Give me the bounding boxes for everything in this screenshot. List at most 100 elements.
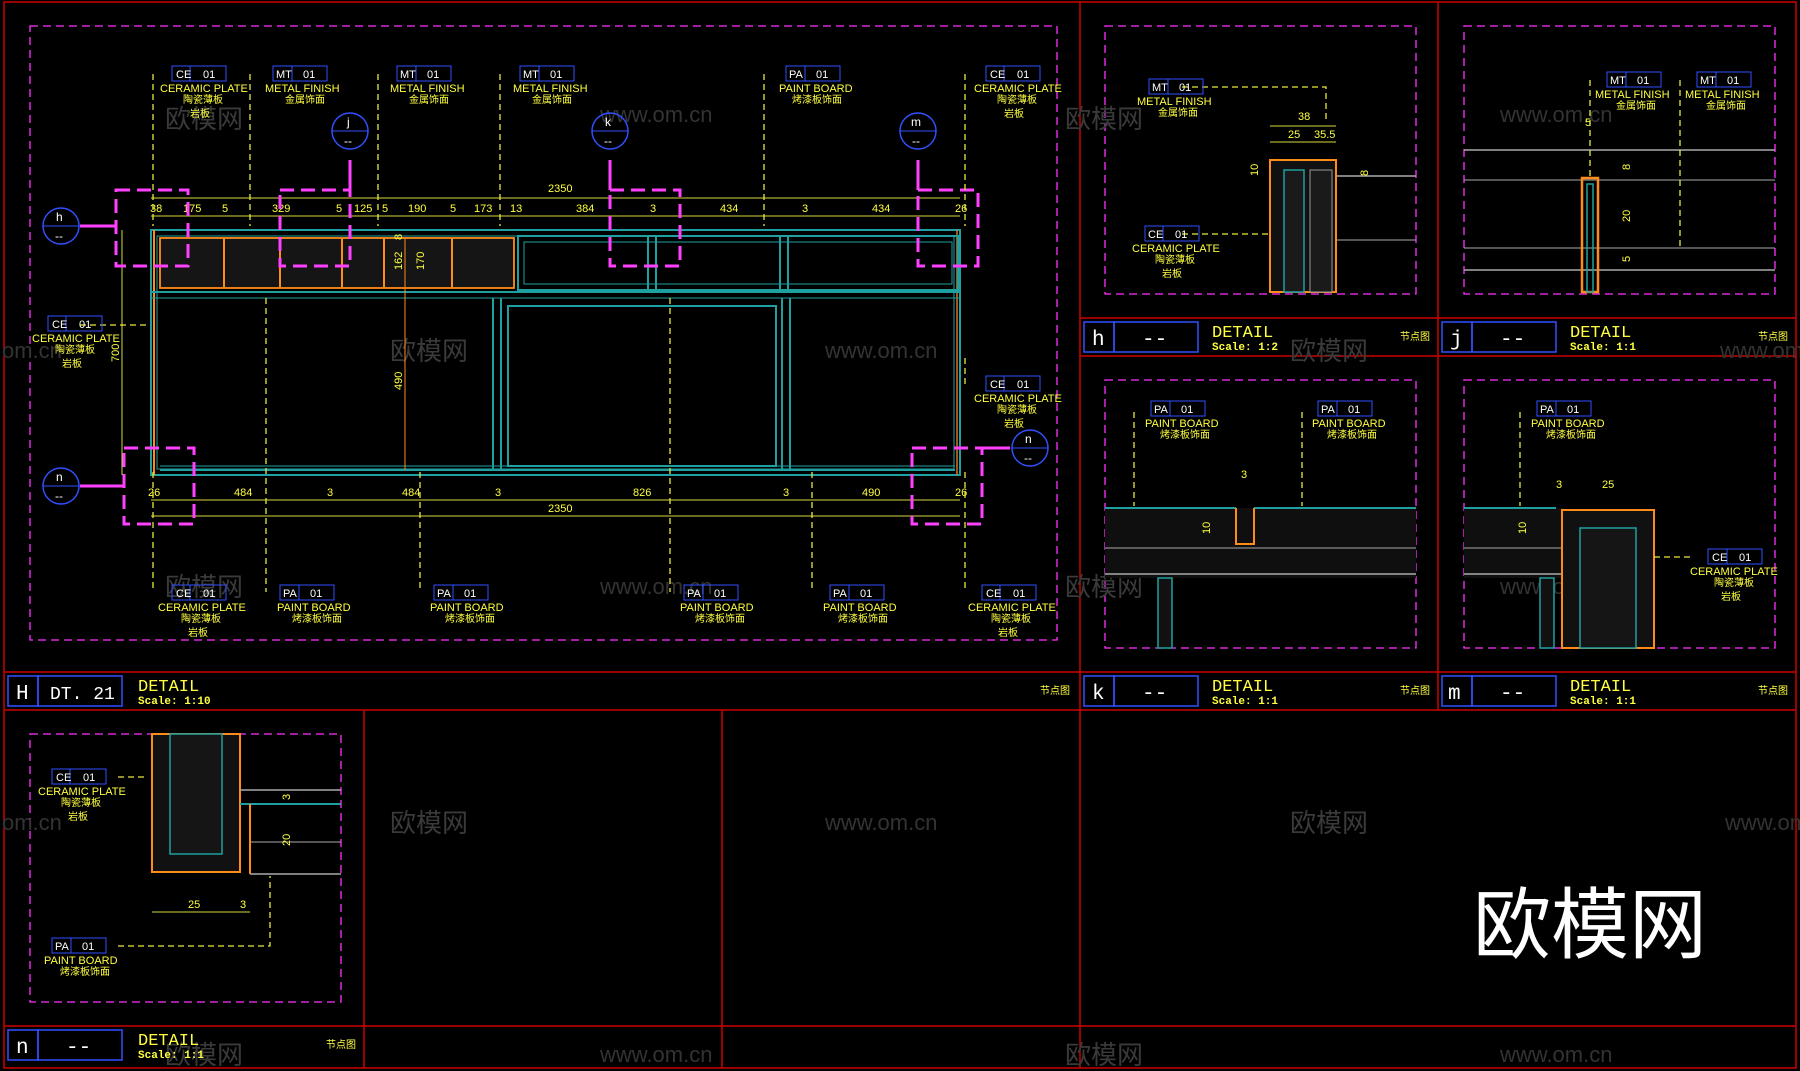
svg-text:岩板: 岩板 (1004, 417, 1024, 430)
svg-text:CERAMIC PLATE: CERAMIC PLATE (974, 83, 1062, 95)
svg-text:CERAMIC PLATE: CERAMIC PLATE (38, 786, 126, 798)
svg-text:DETAIL: DETAIL (1570, 324, 1631, 343)
main-leaders (80, 74, 966, 592)
svg-text:01: 01 (1727, 75, 1739, 87)
svg-text:CERAMIC PLATE: CERAMIC PLATE (968, 602, 1056, 614)
svg-text:PAINT BOARD: PAINT BOARD (277, 602, 351, 614)
watermark-url: www.om.cn (599, 574, 712, 599)
svg-text:烤漆板饰面: 烤漆板饰面 (1546, 428, 1596, 441)
label-ce-top-right: CE 01 CERAMIC PLATE 陶瓷薄板 岩板 (974, 65, 1062, 120)
detail-h-drawing: 38 25 35.5 10 8 (1182, 86, 1416, 293)
svg-text:CE: CE (56, 772, 71, 784)
svg-text:PAINT BOARD: PAINT BOARD (823, 602, 897, 614)
dim: 173 (474, 203, 492, 215)
svg-text:DETAIL: DETAIL (138, 1032, 199, 1051)
dim: 5 (382, 203, 388, 215)
dim: 25 (1602, 479, 1614, 491)
svg-text:CERAMIC PLATE: CERAMIC PLATE (1690, 566, 1778, 578)
svg-text:METAL FINISH: METAL FINISH (1685, 89, 1760, 101)
label-pa-bottom-2: PA 01 PAINT BOARD 烤漆板饰面 (430, 584, 504, 625)
svg-text:陶瓷薄板: 陶瓷薄板 (1714, 576, 1754, 589)
svg-text:MT: MT (1700, 75, 1716, 87)
svg-text:01: 01 (203, 588, 215, 600)
svg-text:01: 01 (1739, 552, 1751, 564)
svg-text:PA: PA (1154, 404, 1169, 416)
watermark-cn: 欧模网 (1290, 808, 1368, 838)
main-elevation (150, 229, 961, 476)
svg-text:01: 01 (82, 941, 94, 953)
watermark-cn: 欧模网 (165, 104, 243, 134)
svg-text:岩板: 岩板 (68, 810, 88, 823)
svg-text:m: m (911, 115, 921, 129)
svg-text:岩板: 岩板 (188, 626, 208, 639)
svg-text:CERAMIC PLATE: CERAMIC PLATE (160, 83, 248, 95)
watermark-url: www.om.cn (1724, 810, 1800, 835)
svg-text:--: -- (55, 229, 63, 243)
dim: 190 (408, 203, 426, 215)
dim: 484 (402, 487, 420, 499)
dim: 484 (234, 487, 252, 499)
dim: 3 (495, 487, 501, 499)
svg-text:01: 01 (860, 588, 872, 600)
svg-text:烤漆板饰面: 烤漆板饰面 (445, 612, 495, 625)
label-pa-bottom-3: PA 01 PAINT BOARD 烤漆板饰面 (680, 584, 754, 625)
svg-text:PAINT BOARD: PAINT BOARD (1531, 418, 1605, 430)
label-mt-1: MT 01 METAL FINISH 金属饰面 (265, 65, 340, 106)
svg-text:MT: MT (1610, 75, 1626, 87)
dim: 8 (393, 234, 405, 240)
svg-text:岩板: 岩板 (190, 107, 210, 120)
height-dim: 700 (110, 344, 122, 362)
svg-text:烤漆板饰面: 烤漆板饰面 (838, 612, 888, 625)
label-ce-right: CE 01 CERAMIC PLATE 陶瓷薄板 岩板 (974, 375, 1062, 430)
svg-text:金属饰面: 金属饰面 (1706, 99, 1746, 112)
detail-m-labels: PA 01 PAINT BOARD 烤漆板饰面 CE 01 CERAMIC PL… (1531, 400, 1778, 603)
detail-k-drawing: 3 10 (1105, 412, 1416, 649)
svg-text:01: 01 (464, 588, 476, 600)
svg-text:--: -- (1142, 329, 1167, 352)
label-mt-3: MT 01 METAL FINISH 金属饰面 (513, 65, 588, 106)
svg-text:MT: MT (276, 69, 292, 81)
svg-text:01: 01 (1175, 229, 1187, 241)
svg-text:PAINT BOARD: PAINT BOARD (779, 83, 853, 95)
svg-text:陶瓷薄板: 陶瓷薄板 (55, 343, 95, 356)
svg-text:DETAIL: DETAIL (1570, 678, 1631, 697)
brand-logo: 欧模网 (1473, 881, 1707, 971)
svg-text:CE: CE (990, 69, 1005, 81)
dim: 384 (576, 203, 594, 215)
svg-text:--: -- (1142, 683, 1167, 706)
view-scale: Scale: 1:10 (138, 696, 211, 708)
title-block-m: m -- DETAIL Scale: 1:1 节点图 (1441, 675, 1788, 708)
svg-text:PA: PA (1321, 404, 1336, 416)
svg-text:Scale: 1:2: Scale: 1:2 (1212, 342, 1278, 354)
svg-text:--: -- (1500, 329, 1525, 352)
material-labels-main: CE 01 CERAMIC PLATE 陶瓷薄板 岩板 MT 01 METAL … (32, 65, 1062, 639)
svg-text:--: -- (1024, 451, 1032, 465)
dim: 26 (148, 487, 160, 499)
dim: 3 (802, 203, 808, 215)
watermark-cn: 欧模网 (165, 1040, 243, 1070)
total-width-bottom: 2350 (548, 503, 572, 515)
svg-text:CERAMIC PLATE: CERAMIC PLATE (974, 393, 1062, 405)
svg-text:PA: PA (833, 588, 848, 600)
svg-text:DETAIL: DETAIL (1212, 324, 1273, 343)
dim: 8 (1621, 164, 1633, 170)
svg-text:01: 01 (714, 588, 726, 600)
watermark-fragment: om.cn (2, 338, 62, 363)
dim: 5 (450, 203, 456, 215)
svg-text:01: 01 (79, 319, 91, 331)
view-ref: DT. 21 (50, 685, 115, 705)
dim: 5 (222, 203, 228, 215)
dim: 490 (862, 487, 880, 499)
dim: 26 (955, 487, 967, 499)
watermark-url: www.om.cn (1719, 338, 1800, 363)
watermark-fragment: om.cn (2, 810, 62, 835)
svg-text:01: 01 (1017, 69, 1029, 81)
svg-text:岩板: 岩板 (62, 357, 82, 370)
dim: 3 (650, 203, 656, 215)
svg-text:节点图: 节点图 (1400, 685, 1430, 697)
dim: 434 (872, 203, 890, 215)
label-ce-bottom-left: CE 01 CERAMIC PLATE 陶瓷薄板 岩板 (158, 584, 246, 639)
title-block-k: k -- DETAIL Scale: 1:1 节点图 (1083, 675, 1430, 708)
view-title: DETAIL (138, 678, 199, 697)
svg-text:烤漆板饰面: 烤漆板饰面 (792, 93, 842, 106)
